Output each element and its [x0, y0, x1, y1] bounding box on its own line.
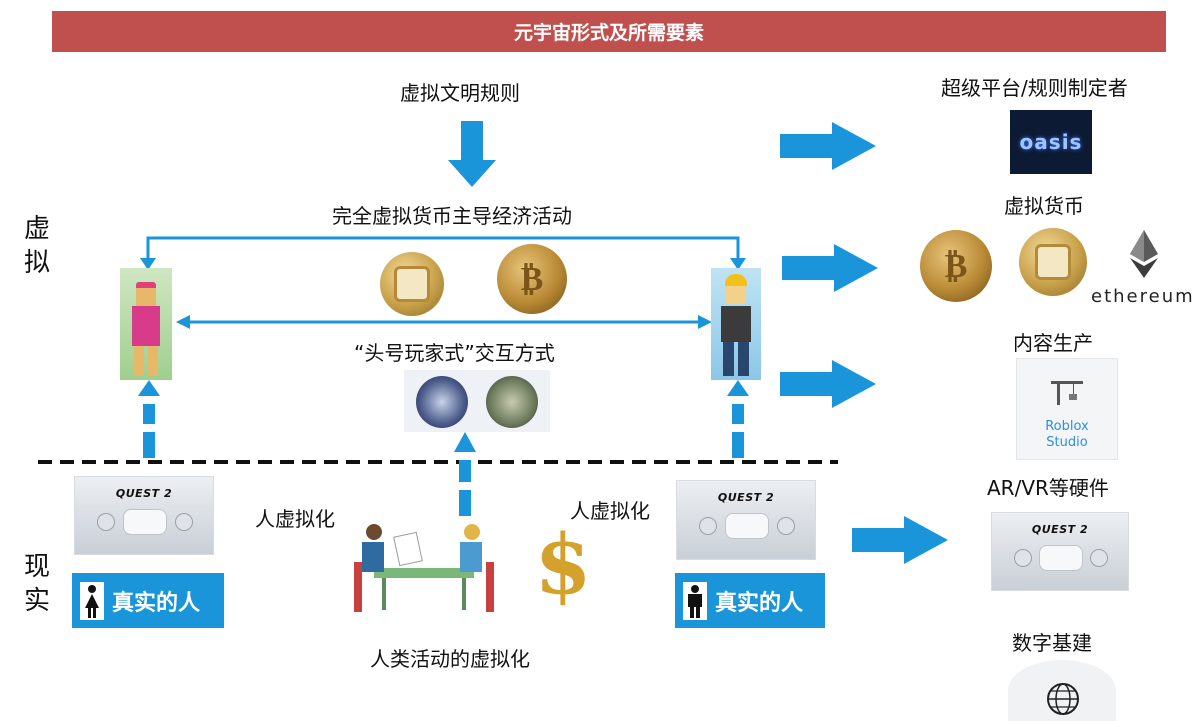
ethereum-label: ethereum	[1091, 286, 1195, 307]
bitcoin-icon: ₿	[497, 244, 567, 314]
right-arrow-icon	[782, 244, 878, 292]
economy-arrowhead-right	[730, 258, 746, 270]
down-arrow-icon	[448, 121, 496, 187]
bitcoin-icon: ₿	[920, 230, 992, 302]
real-person-badge-right: 真实的人	[675, 573, 825, 628]
hardware-label: AR/VR等硬件	[987, 476, 1109, 500]
header-banner: 元宇宙形式及所需要素	[52, 11, 1166, 52]
interaction-label: “头号玩家式”交互方式	[354, 341, 555, 365]
male-avatar	[711, 268, 761, 380]
quest2-image-right: QUEST 2	[676, 480, 816, 560]
right-arrow-icon	[852, 516, 948, 564]
infra-label: 数字基建	[1012, 631, 1092, 655]
robux-icon	[380, 252, 444, 316]
virtual-side-label: 虚 拟	[24, 214, 51, 278]
virtualize-label-right: 人虚拟化	[570, 499, 650, 523]
roblox-studio-logo: Roblox Studio	[1016, 358, 1118, 460]
dashed-up-arrow-icon	[727, 380, 749, 458]
real-person-label-right: 真实的人	[715, 590, 804, 616]
dashed-up-arrow-icon	[138, 380, 160, 458]
economy-arrowhead-left	[140, 258, 156, 270]
robux-icon	[1019, 228, 1087, 296]
virtualize-label-left: 人虚拟化	[255, 507, 335, 531]
globe-icon	[1047, 683, 1079, 715]
male-person-icon	[683, 581, 707, 620]
economy-loop-arrow	[146, 236, 740, 262]
dashed-up-arrow-icon	[454, 432, 476, 516]
quest2-image-hardware: QUEST 2	[991, 512, 1129, 591]
female-avatar	[120, 268, 172, 380]
dollar-sign-icon: $	[534, 517, 592, 613]
right-arrow-icon	[780, 360, 876, 408]
ethereum-icon	[1130, 230, 1158, 278]
real-person-label-left: 真实的人	[112, 590, 201, 616]
infra-image	[1008, 660, 1116, 721]
real-side-label: 现 实	[24, 552, 51, 616]
page-title: 元宇宙形式及所需要素	[513, 22, 704, 44]
real-person-badge-left: 真实的人	[72, 573, 224, 628]
quest2-image-left: QUEST 2	[74, 476, 214, 555]
right-arrow-icon	[780, 122, 876, 170]
female-person-icon	[80, 581, 104, 620]
meeting-illustration	[352, 518, 496, 614]
crane-icon	[1051, 381, 1083, 405]
interaction-double-arrow	[176, 315, 712, 329]
interaction-thumbnails	[404, 370, 550, 432]
platform-label: 超级平台/规则制定者	[941, 76, 1128, 100]
content-label: 内容生产	[1013, 331, 1093, 355]
human-activity-label: 人类活动的虚拟化	[370, 647, 530, 671]
currency-label: 虚拟货币	[1004, 194, 1084, 218]
oasis-logo: oasis	[1010, 110, 1092, 174]
rules-label: 虚拟文明规则	[400, 81, 520, 105]
economy-label: 完全虚拟货币主导经济活动	[332, 204, 572, 228]
